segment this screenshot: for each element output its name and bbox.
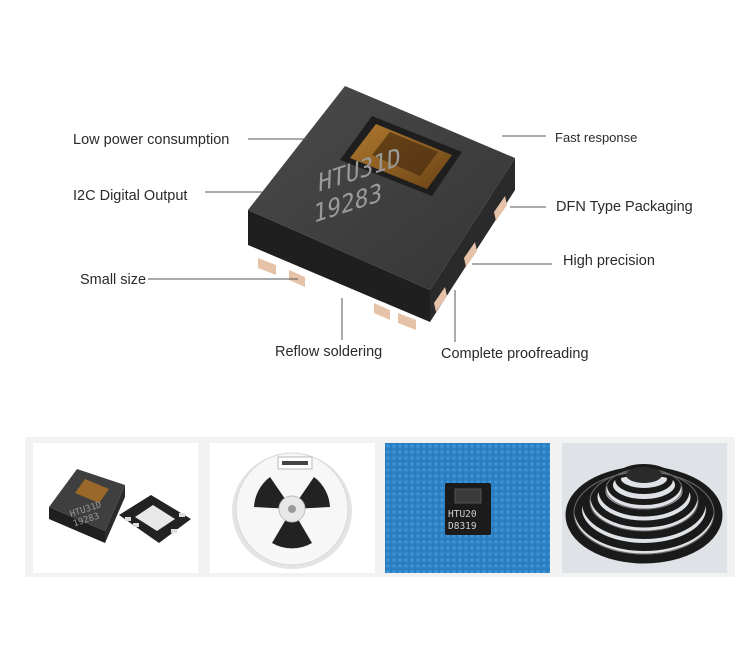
thumb-thermal-pad xyxy=(135,505,175,531)
thumb-chip-left-face xyxy=(49,507,105,543)
thumbnail-reel[interactable] xyxy=(210,443,375,573)
sensor-die xyxy=(372,132,438,176)
thumb-bottom-pad xyxy=(133,523,139,527)
chip-pad xyxy=(434,287,447,312)
thumb-bottom-pad xyxy=(125,517,131,521)
small-chip-window xyxy=(454,488,482,504)
thumb-sensor-window xyxy=(75,479,109,503)
chip-top-face xyxy=(248,86,515,290)
thumb-chip-right-face xyxy=(105,485,125,543)
thumb-chip-top-face xyxy=(49,469,125,531)
thumb-bottom-pad xyxy=(179,513,185,517)
thumb3-marking-line1: HTU20 xyxy=(448,509,477,520)
thumbnail-chip-on-fabric[interactable]: HTU20 D8319 xyxy=(385,443,550,573)
feature-high-precision: High precision xyxy=(563,253,655,269)
chip-pad xyxy=(258,258,276,275)
feature-dfn-packaging: DFN Type Packaging xyxy=(556,199,693,215)
feature-proofreading: Complete proofreading xyxy=(441,346,589,362)
chip-pad xyxy=(398,313,416,330)
main-chip-illustration: HTU31D 19283 xyxy=(248,86,515,330)
reel-cutout xyxy=(272,509,312,549)
feature-fast-response: Fast response xyxy=(555,130,638,145)
chip-pad xyxy=(464,242,477,267)
feature-reflow: Reflow soldering xyxy=(275,344,383,360)
feature-small-size: Small size xyxy=(80,272,147,288)
feature-low-power: Low power consumption xyxy=(73,132,230,148)
feature-i2c-output: I2C Digital Output xyxy=(73,188,188,204)
coil-center xyxy=(626,467,662,483)
thumb-bottom-pad xyxy=(171,529,177,533)
chip-pad xyxy=(494,196,507,221)
reel-hole xyxy=(288,505,296,513)
thumbnail-coiled-tape[interactable] xyxy=(562,443,727,573)
thumbnail-chip-views[interactable]: HTU31D 19283 xyxy=(33,443,198,573)
chip-pad xyxy=(374,303,390,320)
callout-lines xyxy=(148,135,552,342)
thumb3-marking-line2: D8319 xyxy=(448,521,477,532)
reel-label-barcode xyxy=(282,461,308,465)
chip-left-face xyxy=(248,210,430,322)
chip-right-face xyxy=(430,158,515,322)
